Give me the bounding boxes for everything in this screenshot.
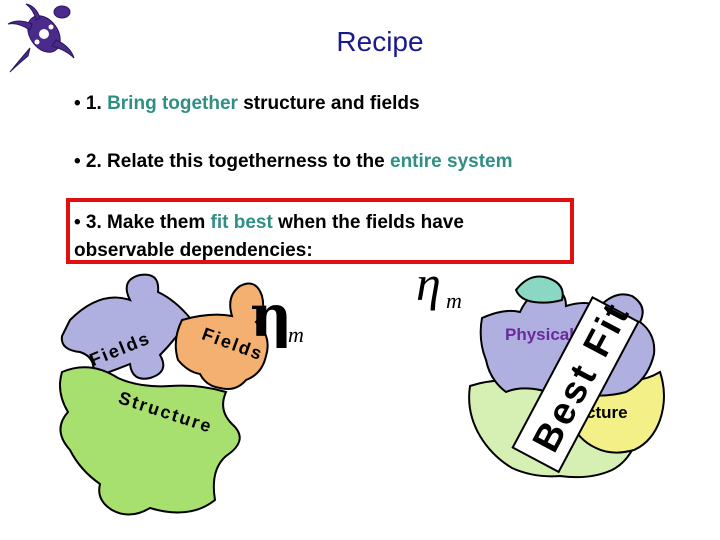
puzzle-illustration: Fields Fields Structure η m η m Physical… [59, 260, 665, 516]
right-top-piece-teal [514, 275, 564, 304]
left-fields-piece-orange [174, 282, 269, 390]
left-eta-subscript: m [288, 322, 304, 347]
right-eta-symbol: η [416, 260, 441, 311]
bullet-3: • 3. Make them fit best when the fields … [74, 212, 464, 261]
bullet-3-line2: observable dependencies: [74, 240, 313, 261]
slide-title: Recipe [336, 26, 424, 57]
left-structure-piece-green [59, 366, 241, 516]
highlight-box [66, 198, 574, 264]
bullet-1-highlight: Bring together [107, 93, 238, 114]
bullet-2-highlight: entire system [390, 151, 513, 172]
left-eta-symbol: η [250, 282, 292, 350]
bullet-3-highlight: fit best [210, 212, 273, 233]
bullet-1: • 1. Bring together structure and fields [74, 93, 420, 114]
gecko-logo-icon [7, 3, 75, 73]
bullet-2: • 2. Relate this togetherness to the ent… [74, 151, 513, 172]
left-fields-piece-purple [60, 273, 192, 380]
right-eta-subscript: m [446, 288, 462, 313]
